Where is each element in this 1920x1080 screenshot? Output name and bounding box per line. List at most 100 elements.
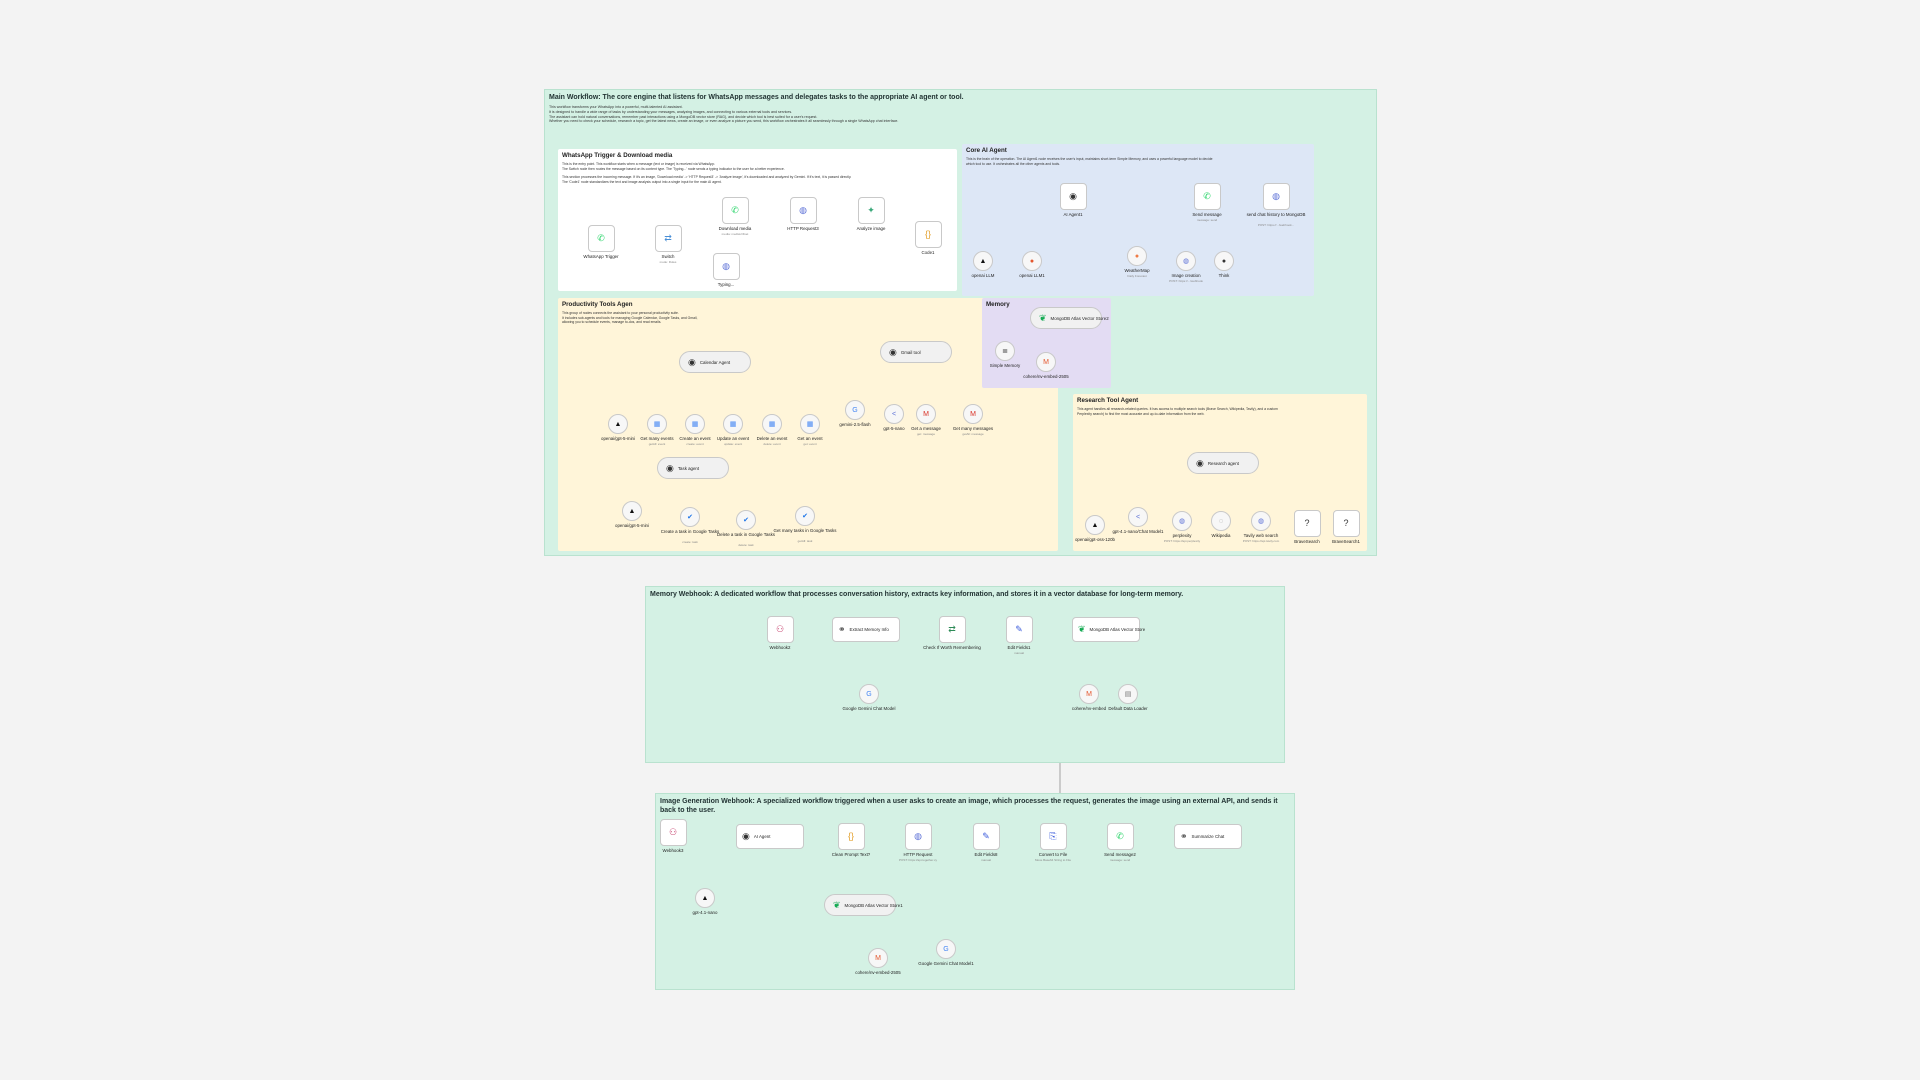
node-label: Google Gemini Chat Model <box>842 706 896 711</box>
node-get-event[interactable]: ▦ <box>800 414 820 434</box>
node-sublabel: mode: Rules <box>659 259 677 264</box>
node-get-message[interactable]: M <box>916 404 936 424</box>
note-core-ai-agent[interactable]: Core AI Agent This is the brain of the o… <box>962 144 1314 296</box>
node-brave2[interactable]: ? <box>1332 509 1360 537</box>
node-mongo2[interactable]: ❦MongoDB Atlas Vector Store2 <box>1030 307 1109 329</box>
node-sublabel: message: send <box>1109 857 1131 862</box>
node-http-req[interactable]: ◍ <box>904 822 932 850</box>
node-label: Switch <box>661 253 675 259</box>
node-sublabel: create: task <box>682 540 698 545</box>
node-calendar-agent[interactable]: ◉Calendar Agent <box>679 351 751 373</box>
node-think[interactable]: ● <box>1214 251 1234 271</box>
node-research-agent[interactable]: ◉Research agent <box>1187 452 1259 474</box>
node-ai-agent[interactable]: ◉AI Agent <box>736 823 804 849</box>
node-download-media[interactable]: ✆ <box>721 196 749 224</box>
node-data-loader[interactable]: ▤ <box>1118 684 1138 704</box>
node-label: Summarize Chat <box>1191 833 1225 839</box>
node-wa-trigger[interactable]: ✆ <box>587 224 615 252</box>
node-gpt41nano[interactable]: < <box>1128 507 1148 527</box>
node-sublabel: message: send <box>1196 217 1218 222</box>
node-sublabel: get: event <box>803 442 817 447</box>
node-wikipedia[interactable]: ◌ <box>1211 511 1231 531</box>
node-embed2[interactable]: M <box>1079 684 1099 704</box>
node-task-agent[interactable]: ◉Task agent <box>657 457 729 479</box>
node-perplexity[interactable]: ◍ <box>1172 511 1192 531</box>
node-label: MongoDB Atlas Vector Store <box>1089 626 1146 632</box>
node-get-many-events[interactable]: ▦ <box>647 414 667 434</box>
node-edit-fields1[interactable]: ✎ <box>1005 615 1033 643</box>
node-mongo-vs1[interactable]: ❦MongoDB Atlas Vector Store1 <box>824 894 903 916</box>
node-llm1[interactable]: ▲ <box>973 251 993 271</box>
node-image-creation[interactable]: ◍ <box>1176 251 1196 271</box>
node-label: Get an event <box>797 436 823 441</box>
node-mongo-vs[interactable]: ❦MongoDB Atlas Vector Store <box>1072 616 1145 642</box>
analyze-icon: ✦ <box>867 204 875 215</box>
node-send-message[interactable]: ✆ <box>1193 182 1221 210</box>
node-label: BraveSearch <box>1294 538 1320 544</box>
node-brave1[interactable]: ? <box>1293 509 1321 537</box>
node-sublabel: delete: task <box>738 543 754 548</box>
node-weather[interactable]: ● <box>1127 246 1147 266</box>
node-llm2[interactable]: ● <box>1022 251 1042 271</box>
node-label: openai/gpt-5-mini <box>601 436 635 441</box>
node-analyze[interactable]: ✦ <box>857 196 885 224</box>
node-convert-file[interactable]: ⎘ <box>1039 822 1067 850</box>
node-gmail-tool[interactable]: ◉Gmail tool <box>880 341 952 363</box>
node-delete-event[interactable]: ▦ <box>762 414 782 434</box>
note-whatsapp-trigger[interactable]: WhatsApp Trigger & Download media This i… <box>558 149 957 291</box>
node-gpt5mini-b[interactable]: ▲ <box>622 501 642 521</box>
node-send-message2[interactable]: ✆ <box>1106 822 1134 850</box>
node-tavily[interactable]: ◍ <box>1251 511 1271 531</box>
get-message-icon: M <box>923 410 929 418</box>
node-edit-fields8[interactable]: ✎ <box>972 822 1000 850</box>
node-create-task[interactable]: ✔ <box>680 507 700 527</box>
node-gpt-oss[interactable]: ▲ <box>1085 515 1105 535</box>
node-label: Clean Prompt Text? <box>831 851 871 857</box>
node-label: Delete a task in Google Tasks <box>716 532 775 537</box>
node-webhook3[interactable]: ⚇ <box>659 818 687 846</box>
get-many-tasks-icon: ✔ <box>802 512 808 520</box>
node-switch[interactable]: ⇄ <box>654 224 682 252</box>
node-send-history[interactable]: ◍ <box>1262 182 1290 210</box>
node-clean-prompt[interactable]: {} <box>837 822 865 850</box>
node-ai-agent1[interactable]: ◉ <box>1059 182 1087 210</box>
node-gemini-chat[interactable]: G <box>859 684 879 704</box>
node-gemini-flash[interactable]: G <box>845 400 865 420</box>
node-label: Delete an event <box>756 436 788 441</box>
gpt5mini-a-icon: ▲ <box>614 420 622 428</box>
node-embed3[interactable]: M <box>868 948 888 968</box>
edit-fields1-icon: ✎ <box>1015 623 1023 634</box>
node-http3[interactable]: ◍ <box>789 196 817 224</box>
node-extract-memory[interactable]: ⚭Extract Memory Info <box>832 616 900 642</box>
node-label: Edit Fields1 <box>1007 644 1031 650</box>
node-label: gemini-2.5-flash <box>839 422 871 427</box>
node-typing[interactable]: ◍ <box>712 252 740 280</box>
node-gpt41nano-b[interactable]: ▲ <box>695 888 715 908</box>
node-label: send chat history to MongoDB <box>1246 211 1306 217</box>
node-webhook2[interactable]: ⚇ <box>766 615 794 643</box>
node-gemini-chat1[interactable]: G <box>936 939 956 959</box>
node-embed1[interactable]: M <box>1036 352 1056 372</box>
gemini-flash-icon: G <box>852 406 858 414</box>
node-label: Update an event <box>716 436 750 441</box>
node-sublabel: update: event <box>723 442 743 447</box>
delete-event-icon: ▦ <box>768 420 776 428</box>
node-summarize-chat[interactable]: ⚭Summarize Chat <box>1174 823 1242 849</box>
node-delete-task[interactable]: ✔ <box>736 510 756 530</box>
node-get-many-messages[interactable]: M <box>963 404 983 424</box>
node-sublabel: POST: https://.../webhook... <box>1257 222 1295 227</box>
node-create-event[interactable]: ▦ <box>685 414 705 434</box>
node-check-worth[interactable]: ⇄ <box>938 615 966 643</box>
node-gpt5nano[interactable]: < <box>884 404 904 424</box>
node-update-event[interactable]: ▦ <box>723 414 743 434</box>
node-label: Edit Fields8 <box>974 851 998 857</box>
node-label: Check If Worth Remembering <box>923 644 981 650</box>
node-code1[interactable]: {} <box>914 220 942 248</box>
node-get-many-tasks[interactable]: ✔ <box>795 506 815 526</box>
node-gpt5mini-a[interactable]: ▲ <box>608 414 628 434</box>
node-label: cohere/nv-embed-2505 <box>1023 374 1069 379</box>
node-simple-memory[interactable]: ≣ <box>995 341 1015 361</box>
main-workflow-description: This workflow transforms your WhatsApp i… <box>549 105 899 124</box>
node-sublabel: POST: https://api.together.xy <box>898 857 938 862</box>
gemini-chat1-icon: G <box>943 945 949 953</box>
